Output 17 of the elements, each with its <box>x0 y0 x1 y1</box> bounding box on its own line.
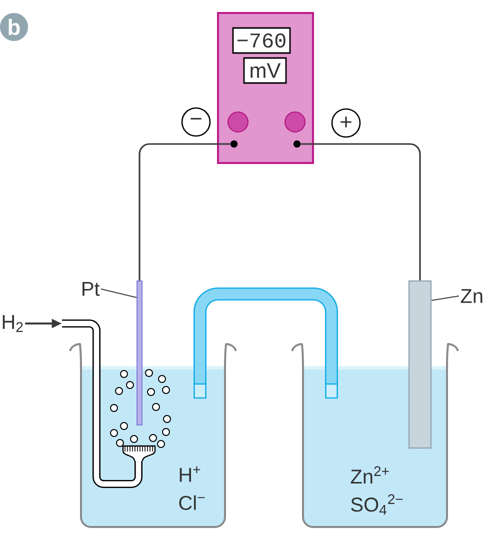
unit-display: mV <box>243 57 287 84</box>
circled-sign: − <box>181 107 211 137</box>
electrode-label: Pt <box>82 282 100 296</box>
connection-dot <box>293 140 301 148</box>
gas-label: H$_{2}$ <box>2 315 23 332</box>
wire <box>300 143 421 280</box>
meter-display: −760 <box>232 27 291 54</box>
circled-sign: + <box>331 108 361 138</box>
connection-dot <box>230 140 238 148</box>
leader-line <box>100 288 137 298</box>
electrode <box>136 280 142 426</box>
panel-label: b <box>0 13 28 41</box>
electrode <box>408 280 432 449</box>
wire <box>138 143 230 280</box>
electrode-label: Zn <box>460 289 482 303</box>
gas-tube <box>62 320 156 488</box>
leader-line <box>431 296 460 301</box>
